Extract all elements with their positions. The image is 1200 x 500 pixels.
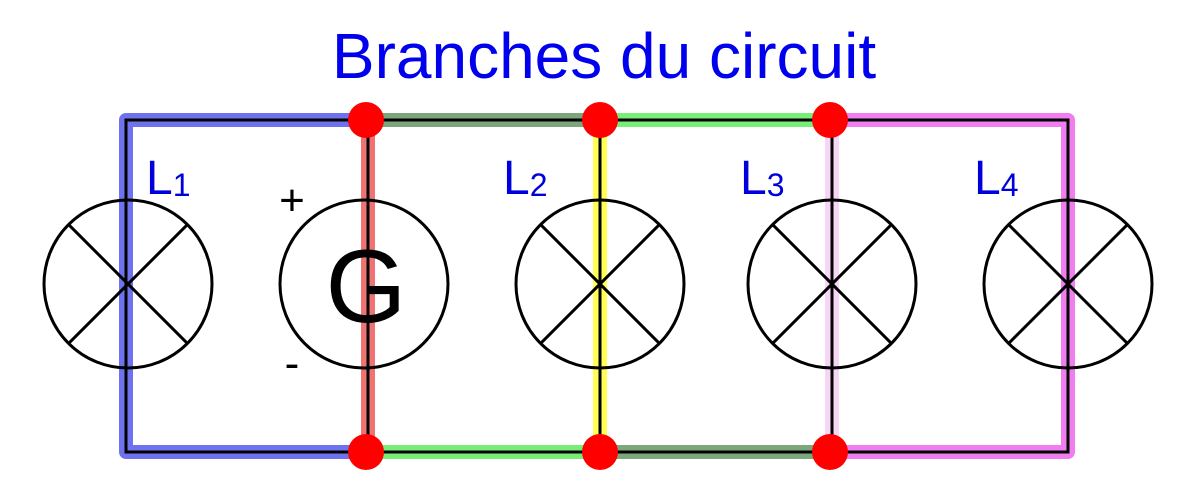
- generator-minus-sign: -: [285, 339, 300, 388]
- node-bottom-2: [582, 434, 618, 470]
- node-top-1: [348, 102, 384, 138]
- node-bottom-1: [348, 434, 384, 470]
- lamp-l1-index: 1: [173, 167, 191, 203]
- lamp-l3-label: L3: [740, 152, 785, 205]
- lamp-l4-label: L4: [974, 152, 1019, 205]
- lamp-l3-index: 3: [767, 167, 785, 203]
- junction-nodes: [348, 102, 848, 470]
- page-title: Branches du circuit: [332, 20, 876, 92]
- branch-l4-highlight: [832, 113, 1075, 459]
- node-top-3: [812, 102, 848, 138]
- lamp-l2-index: 2: [530, 167, 548, 203]
- generator: G + -: [278, 176, 450, 388]
- lamp-l2-label: L2: [503, 152, 548, 205]
- lamp-l1-label: L1: [146, 152, 191, 205]
- lamp-l2-letter: L: [503, 152, 530, 205]
- lamp-l1: [42, 198, 214, 370]
- generator-plus-sign: +: [279, 176, 305, 225]
- lamp-l4-letter: L: [974, 152, 1001, 205]
- node-bottom-3: [812, 434, 848, 470]
- lamp-l1-letter: L: [146, 152, 173, 205]
- lamp-l4: [982, 198, 1154, 370]
- generator-letter: G: [326, 229, 407, 345]
- node-top-2: [582, 102, 618, 138]
- lamp-l3-letter: L: [740, 152, 767, 205]
- lamp-l3: [746, 198, 918, 370]
- lamp-l4-index: 4: [1001, 167, 1019, 203]
- lamp-l2: [514, 198, 686, 370]
